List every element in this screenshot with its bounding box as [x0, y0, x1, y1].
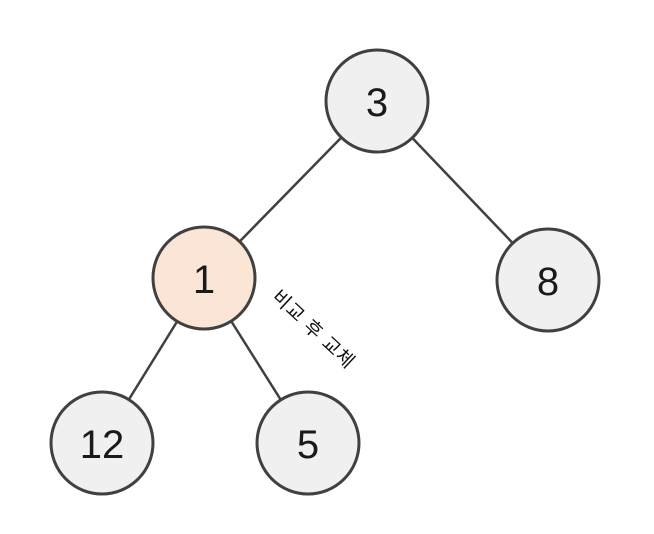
- node-circle-left-left: [49, 390, 155, 496]
- node-circle-left-highlighted: [151, 225, 257, 331]
- tree-node-left-left: 12: [49, 390, 155, 496]
- tree-node-root: 3: [324, 48, 430, 154]
- tree-node-left-right: 5: [255, 390, 361, 496]
- node-label-root: 3: [366, 81, 388, 125]
- node-circle-root: [324, 48, 430, 154]
- node-label-right: 8: [537, 260, 559, 304]
- node-label-left: 1: [193, 258, 215, 302]
- node-circle-right: [495, 227, 601, 333]
- annotation-compare-swap: 비교 후 교체: [267, 286, 359, 374]
- node-label-left-left: 12: [80, 423, 125, 467]
- tree-node-right: 8: [495, 227, 601, 333]
- tree-node-left: 1: [151, 225, 257, 331]
- node-circle-left-right: [255, 390, 361, 496]
- node-label-left-right: 5: [297, 423, 319, 467]
